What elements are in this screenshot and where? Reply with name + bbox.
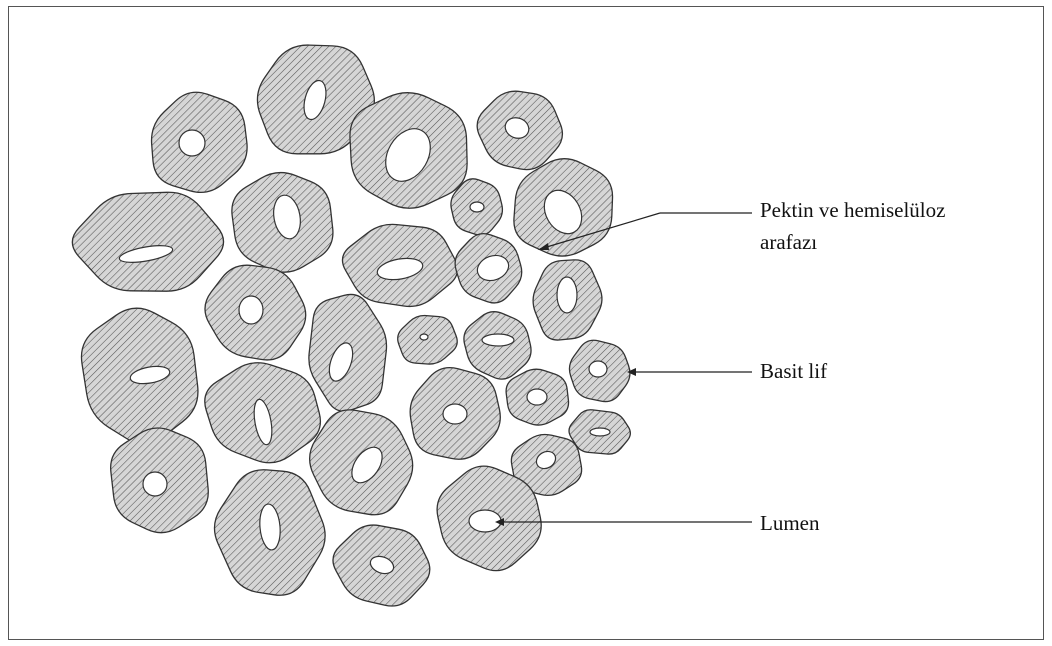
fiber-cell xyxy=(309,294,387,411)
fiber-cell xyxy=(350,93,467,209)
lumen-hole xyxy=(589,361,607,377)
fiber-cell xyxy=(81,308,197,444)
fiber-cell xyxy=(506,369,568,425)
lumen-hole xyxy=(469,510,501,532)
fiber-cell xyxy=(398,316,458,365)
lumen-hole xyxy=(420,334,428,340)
fiber-cell xyxy=(477,91,562,169)
fiber-wall xyxy=(398,316,458,365)
fiber-cell xyxy=(111,428,209,533)
fiber-cell xyxy=(333,525,430,606)
fiber-cell xyxy=(152,92,248,192)
fiber-cell xyxy=(72,192,223,291)
fiber-cell xyxy=(232,173,333,273)
lumen-hole xyxy=(527,389,547,405)
fiber-cell xyxy=(455,234,522,303)
fiber-cell xyxy=(310,410,413,515)
interphase-label-line1: Pektin ve hemiselüloz xyxy=(760,196,945,224)
lumen-hole xyxy=(239,296,263,324)
fiber-cell xyxy=(205,265,306,360)
fiber-cell xyxy=(205,363,321,463)
lumen-hole xyxy=(179,130,205,156)
fiber-cell xyxy=(569,410,630,454)
fiber-cell xyxy=(410,368,500,460)
fiber-cell xyxy=(342,224,457,306)
lumen-hole xyxy=(557,277,577,313)
interphase-label-line2: arafazı xyxy=(760,228,817,256)
lumen-hole xyxy=(470,202,484,212)
lumen-label: Lumen xyxy=(760,509,819,537)
fiber-cell xyxy=(533,260,602,340)
fiber-cell xyxy=(214,470,325,595)
lumen-hole xyxy=(482,334,514,346)
simple-fiber-label: Basit lif xyxy=(760,357,827,385)
lumen-hole xyxy=(143,472,167,496)
fiber-wall xyxy=(72,192,223,291)
fiber-cell xyxy=(569,340,629,401)
lumen-hole xyxy=(443,404,467,424)
lumen-hole xyxy=(590,428,610,436)
fiber-cell xyxy=(464,312,531,379)
